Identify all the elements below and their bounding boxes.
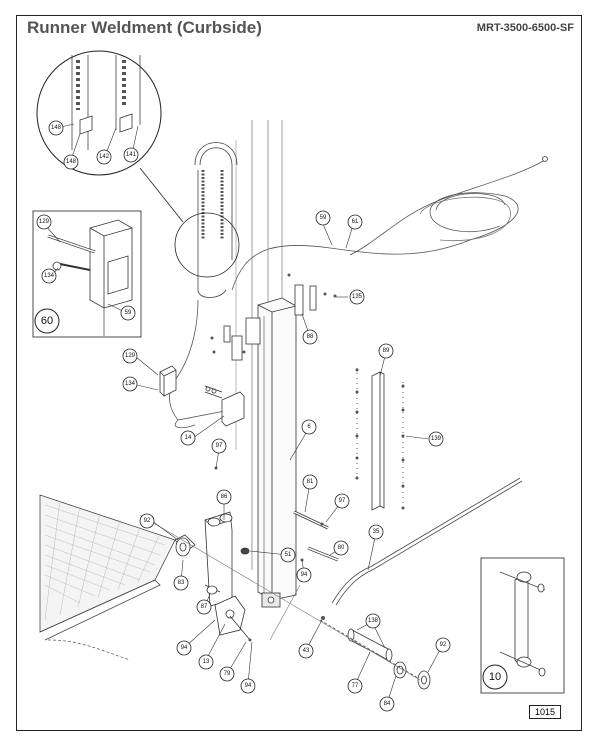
callout-83: 83 <box>173 575 189 591</box>
callout-129: 129 <box>122 348 138 364</box>
callout-77: 77 <box>347 678 363 694</box>
callout-138: 138 <box>365 613 381 629</box>
platform-deck <box>39 494 176 661</box>
callout-inset-59: 59 <box>120 305 136 321</box>
callout-14: 14 <box>180 430 196 446</box>
svg-text:139: 139 <box>431 436 442 442</box>
callout-139: 139 <box>428 431 444 447</box>
callout-61: 61 <box>347 214 363 230</box>
callout-80: 80 <box>333 540 349 556</box>
svg-text:135: 135 <box>352 294 363 300</box>
svg-text:61: 61 <box>352 219 359 225</box>
callout-141: 141 <box>123 147 139 163</box>
runner-column <box>245 297 297 608</box>
callout-6: 6 <box>301 419 317 435</box>
callout-59: 59 <box>315 210 331 226</box>
callout-81: 81 <box>302 474 318 490</box>
inset-60-label: 60 <box>34 308 60 334</box>
mounting-bracket <box>204 385 245 427</box>
callout-79: 79 <box>219 666 235 682</box>
svg-text:129: 129 <box>125 353 136 359</box>
svg-text:13: 13 <box>203 659 210 665</box>
svg-text:88: 88 <box>307 334 314 340</box>
callout-87: 87 <box>196 599 212 615</box>
svg-text:94: 94 <box>245 683 252 689</box>
svg-text:81: 81 <box>307 479 314 485</box>
svg-text:148: 148 <box>51 125 62 131</box>
callout-97a: 97 <box>211 438 227 454</box>
svg-text:134: 134 <box>125 381 136 387</box>
svg-text:94: 94 <box>301 572 308 578</box>
callout-inset-134: 134 <box>41 268 57 284</box>
svg-text:83: 83 <box>178 580 185 586</box>
svg-text:59: 59 <box>125 310 132 316</box>
callout-94b: 94 <box>176 640 192 656</box>
svg-text:60: 60 <box>41 315 53 327</box>
callout-94a: 94 <box>296 567 312 583</box>
svg-text:51: 51 <box>285 552 292 558</box>
callout-134: 134 <box>122 376 138 392</box>
callout-inset-129: 129 <box>36 214 52 230</box>
svg-text:59: 59 <box>320 215 327 221</box>
svg-text:148: 148 <box>66 159 77 165</box>
svg-text:77: 77 <box>352 683 359 689</box>
rail-bar <box>356 368 404 511</box>
svg-text:134: 134 <box>44 273 55 279</box>
svg-text:97: 97 <box>339 498 346 504</box>
callout-94c: 94 <box>240 678 256 694</box>
callout-148a: 148 <box>48 120 64 136</box>
callout-92a: 92 <box>139 513 155 529</box>
page-frame <box>16 15 582 731</box>
svg-text:129: 129 <box>39 219 50 225</box>
lower-hinge-assembly <box>174 511 251 641</box>
chain-assembly <box>194 142 238 298</box>
page-number-box: 1015 <box>529 705 561 719</box>
roller-assembly <box>347 628 431 690</box>
callout-92b: 92 <box>435 637 451 653</box>
callout-13: 13 <box>198 654 214 670</box>
svg-text:84: 84 <box>384 701 391 707</box>
svg-text:10: 10 <box>489 671 501 683</box>
callout-142: 142 <box>96 149 112 165</box>
callout-135: 135 <box>349 289 365 305</box>
svg-text:87: 87 <box>201 604 208 610</box>
svg-text:94: 94 <box>181 645 188 651</box>
svg-text:92: 92 <box>440 642 447 648</box>
svg-text:89: 89 <box>383 348 390 354</box>
callout-35: 35 <box>368 524 384 540</box>
svg-text:86: 86 <box>221 494 228 500</box>
svg-text:97: 97 <box>216 443 223 449</box>
callout-86: 86 <box>216 489 232 505</box>
page-title: Runner Weldment (Curbside) <box>27 18 262 37</box>
detail-magnifier <box>36 50 240 278</box>
callout-148b: 148 <box>63 154 79 170</box>
callout-97b: 97 <box>334 493 350 509</box>
callout-89: 89 <box>378 343 394 359</box>
callout-43: 43 <box>298 643 314 659</box>
callout-88: 88 <box>302 329 318 345</box>
svg-text:141: 141 <box>126 152 137 158</box>
svg-text:6: 6 <box>307 424 311 430</box>
inset-10-label: 10 <box>482 664 508 690</box>
svg-text:92: 92 <box>144 518 151 524</box>
svg-text:14: 14 <box>185 435 192 441</box>
svg-text:142: 142 <box>99 154 110 160</box>
cable-harness <box>231 156 548 291</box>
callout-51: 51 <box>280 547 296 563</box>
junction-box <box>159 365 177 397</box>
svg-text:35: 35 <box>373 529 380 535</box>
svg-text:79: 79 <box>224 671 231 677</box>
svg-text:80: 80 <box>338 545 345 551</box>
svg-text:138: 138 <box>368 618 379 624</box>
callout-84: 84 <box>379 696 395 712</box>
svg-text:43: 43 <box>303 648 310 654</box>
model-number: MRT-3500-6500-SF <box>476 22 574 34</box>
